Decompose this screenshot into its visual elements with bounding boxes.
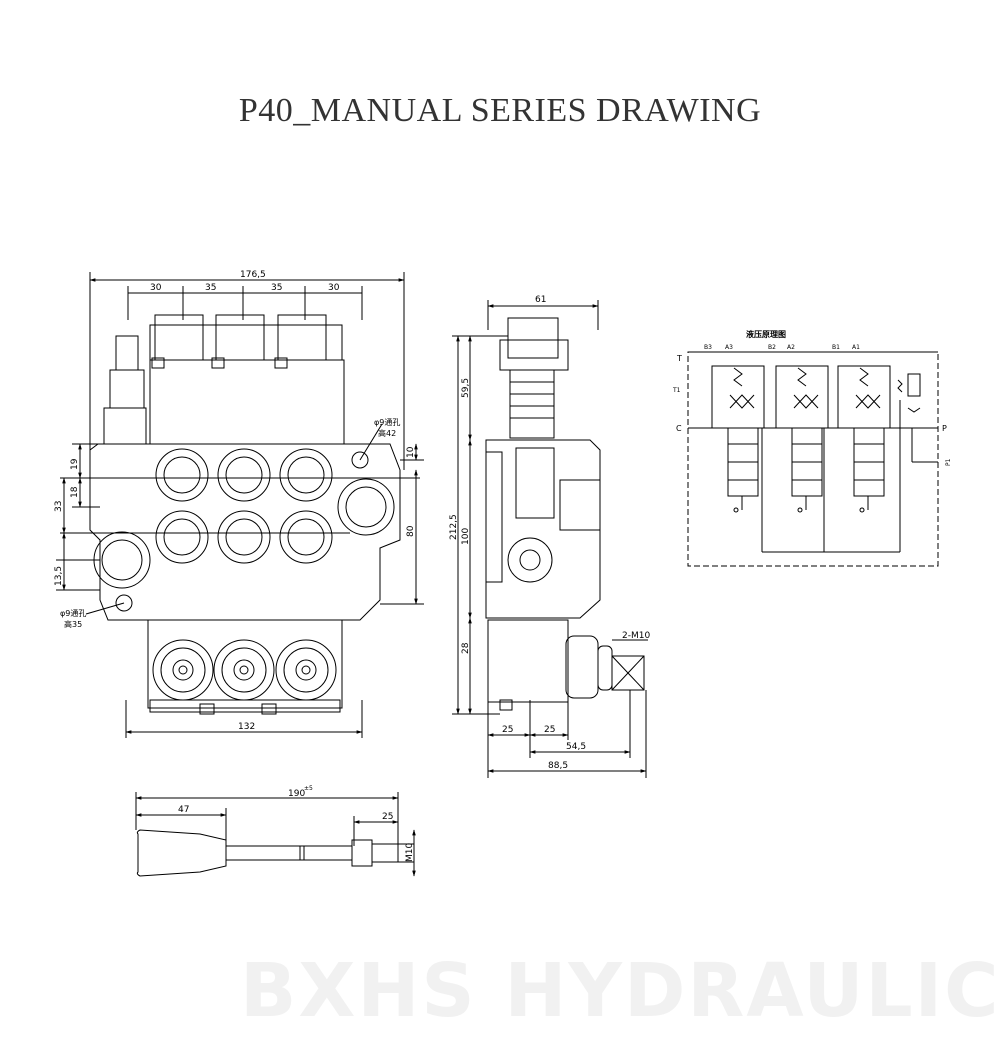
dim-v-33: 33	[54, 501, 64, 512]
relief-valve-symbol	[897, 373, 921, 413]
dim-top-61: 61	[535, 295, 546, 305]
dim-v-100: 100	[461, 528, 471, 545]
dim-v-59-5: 59,5	[461, 378, 471, 398]
dim-lever-end: 25	[382, 812, 393, 822]
port-A2: A2	[787, 344, 795, 351]
side-view	[452, 300, 648, 778]
spool-section-1	[837, 365, 891, 513]
dim-v-212-5: 212,5	[449, 514, 459, 540]
port-C: C	[676, 424, 682, 433]
spool-section-3	[711, 365, 765, 513]
dim-spacing-4: 30	[328, 283, 340, 293]
dim-spacing-2: 35	[205, 283, 216, 293]
port-T1: T1	[672, 387, 681, 394]
dim-h-25a: 25	[502, 725, 513, 735]
dim-spacing-3: 35	[271, 283, 282, 293]
spool-section-2	[775, 365, 829, 513]
port-P1: P1	[945, 458, 952, 466]
schematic-labels: 液压原理图 T T1 C P P1 B3 A3 B2 A2 B1 A1	[672, 329, 952, 466]
hole-label-top-2: 高42	[378, 428, 396, 438]
hole-label-bottom-1: φ9通孔	[60, 608, 86, 618]
dim-overall-width: 176,5	[240, 270, 266, 280]
dim-v-10: 10	[406, 446, 416, 458]
dim-h-88-5: 88,5	[548, 761, 568, 771]
dim-h-25b: 25	[544, 725, 555, 735]
port-B2: B2	[768, 344, 776, 351]
dim-v-19: 19	[70, 458, 80, 470]
dim-v-80: 80	[406, 525, 416, 537]
watermark: BXHS HYDRAULIC	[240, 948, 1000, 1034]
hole-label-bottom-2: 高35	[64, 619, 82, 629]
dim-v-13-5: 13,5	[54, 566, 64, 586]
port-A3: A3	[725, 344, 733, 351]
dim-h-54-5: 54,5	[566, 742, 586, 752]
hydraulic-schematic	[687, 351, 939, 567]
dim-lever-grip: 47	[178, 805, 189, 815]
dim-lever-tolerance: ±5	[304, 785, 313, 792]
side-view-dimensions: 61 59,5 212,5 100 28 25 25 54,5 88,5 2-M…	[449, 295, 650, 771]
dim-thread: 2-M10	[622, 631, 650, 641]
port-A1: A1	[852, 344, 860, 351]
dim-spacing-1: 30	[150, 283, 162, 293]
port-B1: B1	[832, 344, 840, 351]
port-P: P	[942, 424, 947, 433]
lever-view	[135, 792, 416, 877]
dim-v-28: 28	[461, 642, 471, 654]
dim-lever-overall: 190	[288, 789, 305, 799]
dim-v-18: 18	[70, 486, 80, 498]
hole-label-top-1: φ9通孔	[374, 417, 400, 427]
front-view-dimensions: 176,5 30 35 35 30 132 19 18 33 13,5 10 8…	[54, 270, 416, 732]
dim-lever-thread: M10	[405, 843, 415, 862]
front-view	[56, 272, 424, 738]
page-title: P40_MANUAL SERIES DRAWING	[238, 92, 762, 129]
lever-dimensions: 190 ±5 47 25 M10	[178, 785, 415, 862]
port-T: T	[676, 354, 682, 363]
port-B3: B3	[704, 344, 712, 351]
schematic-title: 液压原理图	[746, 329, 786, 339]
dim-bottom-width: 132	[238, 722, 255, 732]
